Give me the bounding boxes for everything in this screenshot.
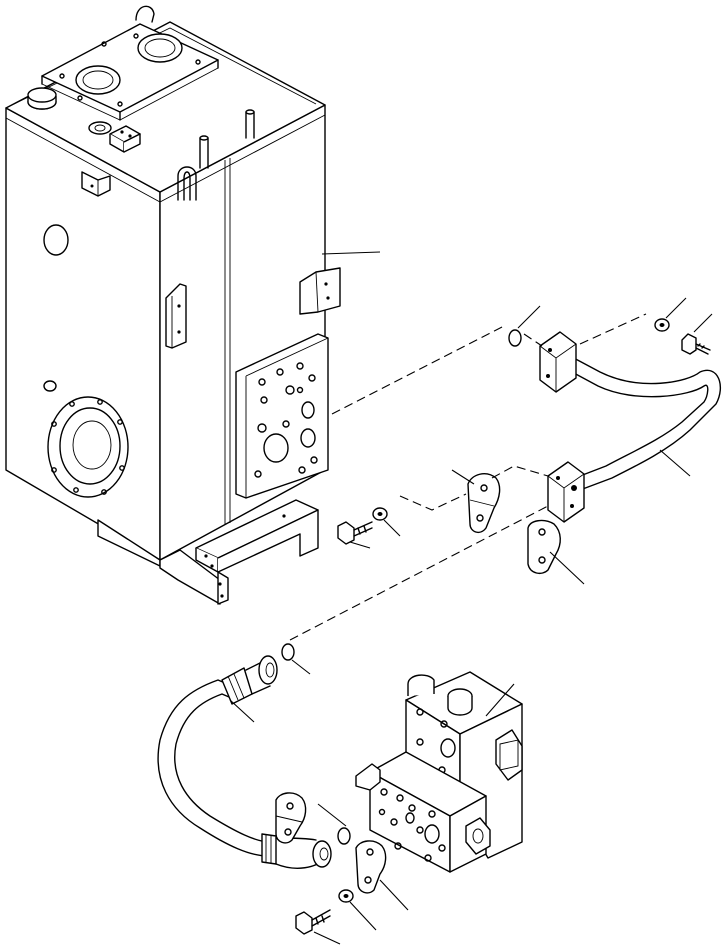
valve-side-fitting: [465, 817, 491, 855]
alignment-dashed-2: [289, 505, 549, 641]
tank-handle: [177, 166, 197, 201]
split-flange-half-lower: [527, 519, 561, 575]
leader-hose: [229, 699, 255, 723]
alignment-dashed-1: [331, 325, 505, 415]
leader-valve: [485, 683, 515, 717]
drain-plug: [43, 380, 57, 392]
manifold-port-plate: [235, 333, 329, 499]
breather-cap: [27, 87, 57, 110]
valve-hex-plug: [495, 729, 523, 781]
filter-port-1: [75, 65, 121, 95]
o-ring-upper: [508, 329, 522, 347]
hose-split-flange: [275, 792, 307, 844]
valve-split-flange: [355, 840, 387, 894]
bolt-lower: [295, 909, 331, 935]
lower-hose-assembly: [157, 655, 332, 869]
upper-pipe-assembly: [539, 331, 721, 523]
o-ring-hose-upper: [281, 643, 295, 661]
split-flange-half-upper: [467, 473, 501, 534]
filter-cover-plate: [41, 5, 219, 121]
hydraulic-tank: [5, 5, 341, 605]
suction-flange: [47, 396, 129, 498]
upper-pipe: [569, 355, 721, 491]
lifting-eye: [135, 5, 155, 23]
dowel-pins: [199, 109, 255, 169]
o-ring-valve: [337, 827, 351, 845]
tank-base-skid: [97, 499, 319, 605]
hose-flange-upper: [258, 655, 278, 685]
mount-bracket-right: [299, 267, 341, 315]
bolt-upper: [681, 333, 711, 355]
mount-bracket-left: [165, 283, 187, 349]
upper-pipe-lower-flange: [547, 461, 585, 523]
front-clip: [81, 171, 111, 197]
sight-glass: [43, 224, 69, 256]
control-valve-block: [355, 671, 523, 873]
leader-tank: [321, 251, 381, 255]
leader-o-ring-upper: [517, 305, 541, 329]
filter-port-2: [137, 33, 183, 63]
flexible-hose: [157, 679, 269, 857]
leader-upper-pipe: [659, 449, 691, 477]
upper-pipe-flange: [539, 331, 577, 393]
level-sensor: [88, 121, 141, 153]
bolt-middle: [337, 521, 373, 545]
hose-flange-lower: [312, 840, 332, 868]
